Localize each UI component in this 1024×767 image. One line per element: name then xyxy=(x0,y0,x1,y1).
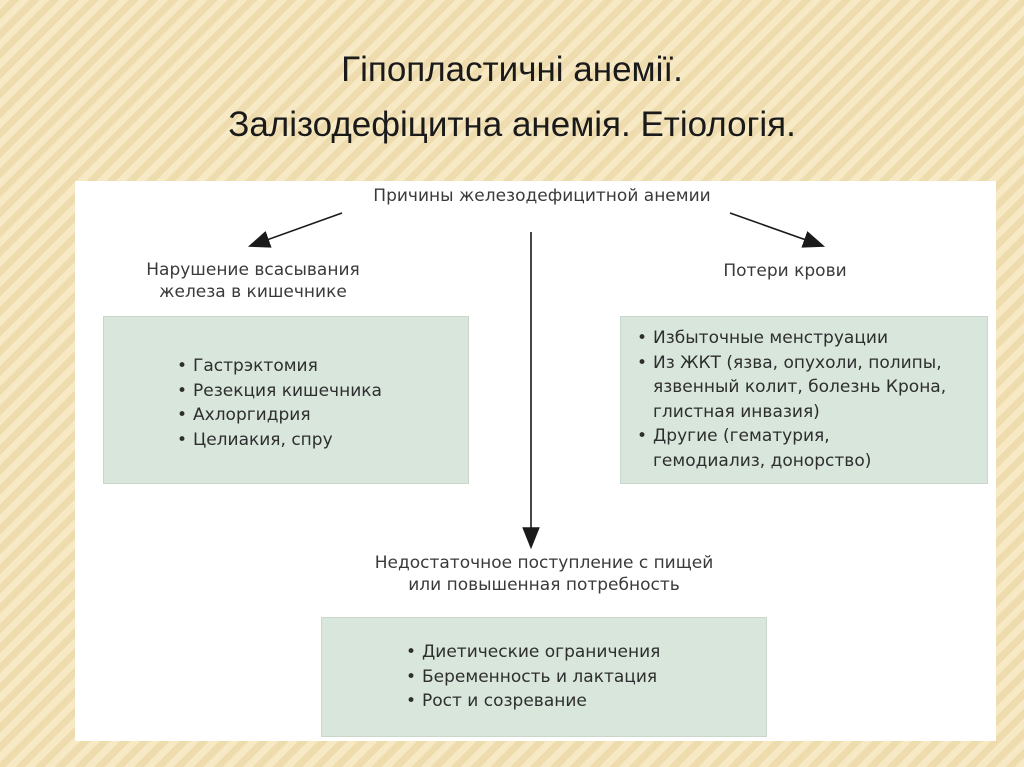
arrow-to-right-branch xyxy=(729,212,826,248)
list-item-line: Избыточные менструации xyxy=(653,328,888,348)
left-causes-box: Гастрэктомия Резекция кишечника Ахлоргид… xyxy=(103,316,469,484)
list-item-line: гемодиализ, донорство) xyxy=(653,450,872,471)
list-item: Другие (гематурия, гемодиализ, донорство… xyxy=(637,424,946,473)
left-branch-heading-line1: Нарушение всасывания xyxy=(146,260,360,280)
diet-needs-list: Диетические ограничения Беременность и л… xyxy=(406,640,660,714)
list-item: Диетические ограничения xyxy=(406,640,660,665)
blood-loss-list: Избыточные менструации Из ЖКТ (язва, опу… xyxy=(637,326,946,473)
diet-needs-box: Диетические ограничения Беременность и л… xyxy=(321,617,767,737)
slide-title-line1: Гіпопластичні анемії. xyxy=(341,50,683,89)
bottom-branch-heading-line1: Недостаточное поступление с пищей xyxy=(374,553,714,573)
list-item: Резекция кишечника xyxy=(177,379,382,404)
arrow-to-left-branch xyxy=(247,212,343,248)
left-causes-list: Гастрэктомия Резекция кишечника Ахлоргид… xyxy=(177,354,382,452)
list-item: Ахлоргидрия xyxy=(177,403,382,428)
list-item: Из ЖКТ (язва, опухоли, полипы, язвенный … xyxy=(637,351,946,425)
list-item-line: глистная инвазия) xyxy=(653,401,820,422)
list-item: Гастрэктомия xyxy=(177,354,382,379)
bottom-branch-heading: Недостаточное поступление с пищей или по… xyxy=(330,552,758,596)
list-item-line: Из ЖКТ (язва, опухоли, полипы, xyxy=(653,352,942,373)
left-branch-heading: Нарушение всасывания железа в кишечнике xyxy=(100,259,406,303)
diagram-root-label: Причины железодефицитной анемии xyxy=(373,186,711,206)
list-item: Беременность и лактация xyxy=(406,665,660,690)
slide-title: Гіпопластичні анемії. Залізодефіцитна ан… xyxy=(0,42,1024,152)
left-branch-heading-line2: железа в кишечнике xyxy=(159,282,347,302)
right-branch-heading: Потери крови xyxy=(723,261,847,281)
list-item: Избыточные менструации xyxy=(637,326,946,351)
list-item-line: язвенный колит, болезнь Крона, xyxy=(653,377,947,397)
list-item-line: Другие (гематурия, xyxy=(653,426,830,446)
list-item: Целиакия, спру xyxy=(177,428,382,453)
list-item: Рост и созревание xyxy=(406,689,660,714)
blood-loss-box: Избыточные менструации Из ЖКТ (язва, опу… xyxy=(620,316,988,484)
bottom-branch-heading-line2: или повышенная потребность xyxy=(408,575,680,595)
slide-title-line2: Залізодефіцитна анемія. Етіологія. xyxy=(228,105,796,144)
